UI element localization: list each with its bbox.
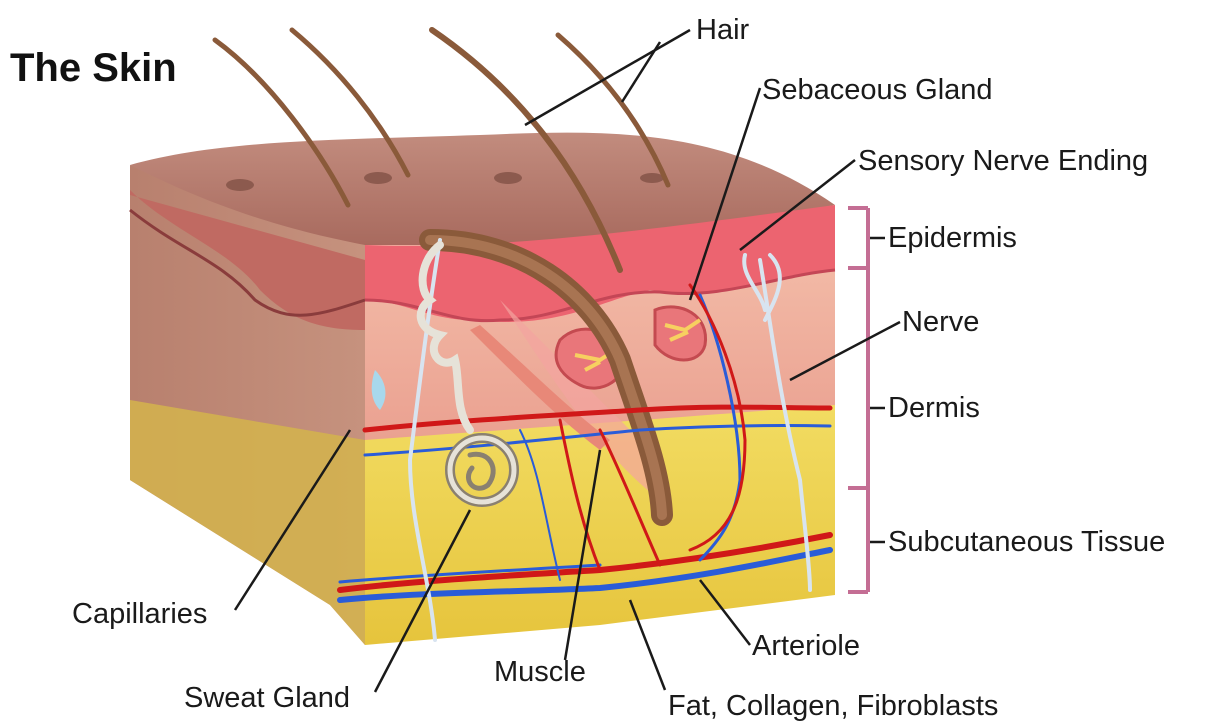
label-nerve: Nerve xyxy=(902,306,979,339)
label-fat-collagen-fibroblasts: Fat, Collagen, Fibroblasts xyxy=(668,690,998,723)
label-muscle: Muscle xyxy=(494,656,586,689)
diagram-title: The Skin xyxy=(10,46,177,91)
label-epidermis: Epidermis xyxy=(888,222,1017,255)
label-capillaries: Capillaries xyxy=(72,598,207,631)
label-subcutaneous-tissue: Subcutaneous Tissue xyxy=(888,526,1165,559)
label-sensory-nerve-ending: Sensory Nerve Ending xyxy=(858,145,1148,178)
label-dermis: Dermis xyxy=(888,392,980,425)
label-arteriole: Arteriole xyxy=(752,630,860,663)
label-sebaceous-gland: Sebaceous Gland xyxy=(762,74,993,107)
layer-bracket xyxy=(848,208,868,592)
label-hair: Hair xyxy=(696,14,749,47)
label-sweat-gland: Sweat Gland xyxy=(184,682,350,715)
